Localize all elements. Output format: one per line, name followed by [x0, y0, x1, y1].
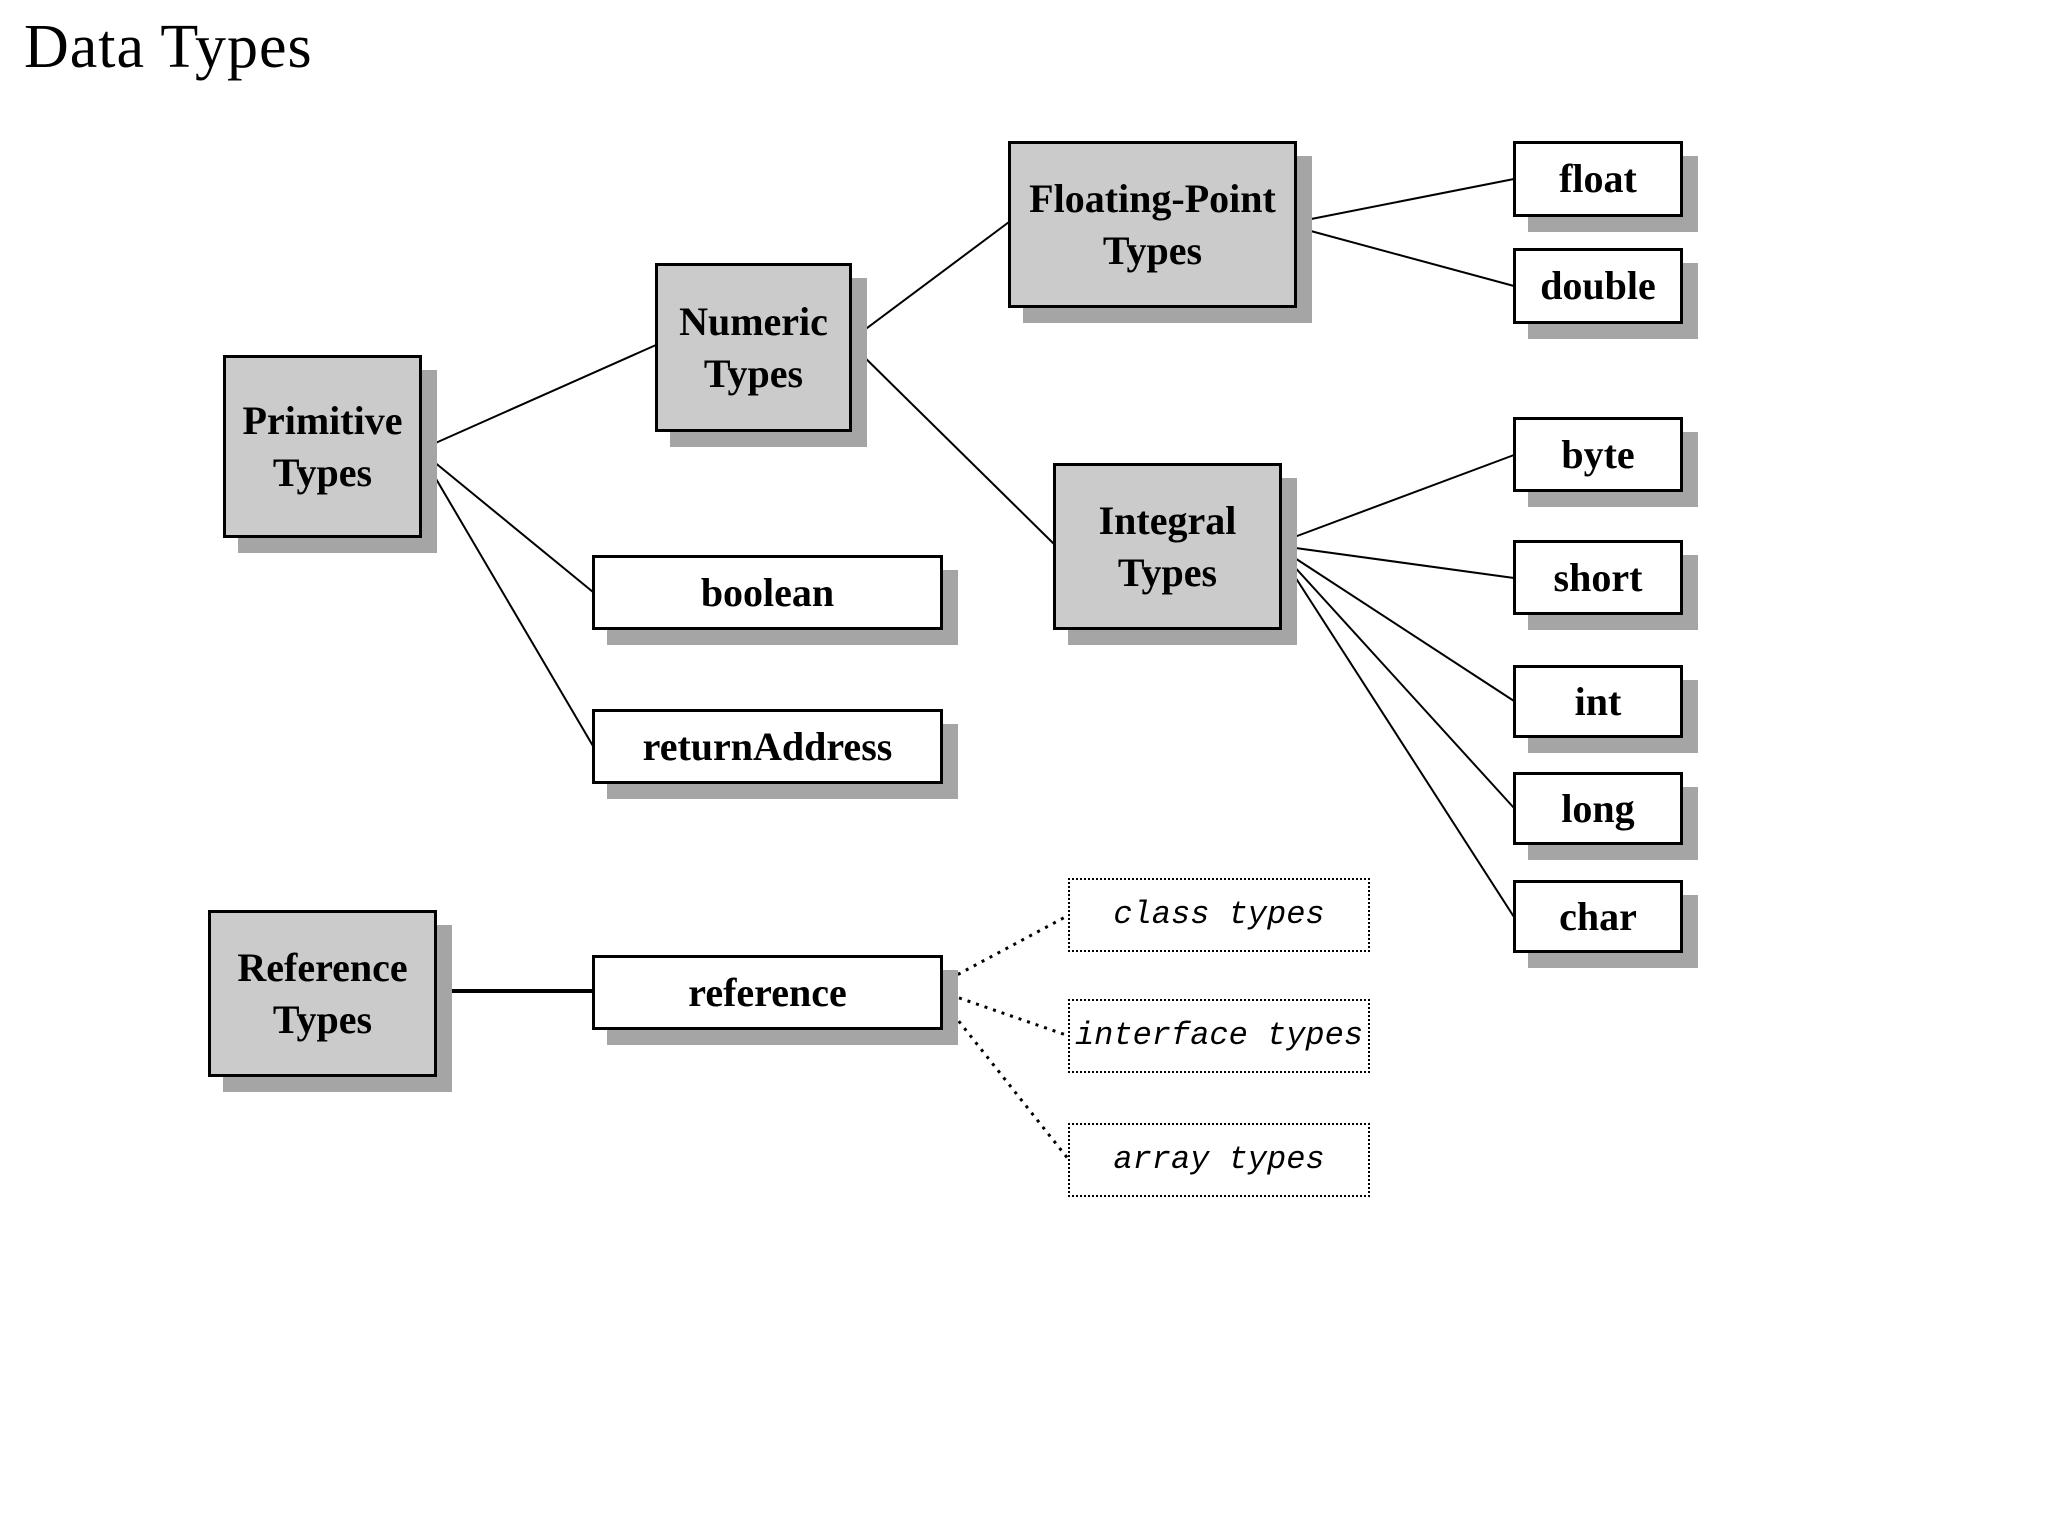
node-return-address: returnAddress	[592, 709, 943, 784]
edge-numeric-integral	[850, 343, 1055, 545]
edge-numeric-floating	[850, 221, 1010, 341]
node-int: int	[1513, 665, 1683, 738]
edge-floating-double	[1295, 226, 1515, 287]
node-float: float	[1513, 141, 1683, 217]
edge-floating-float	[1295, 178, 1515, 223]
node-class-types: class types	[1068, 878, 1370, 952]
edge-reference-classtypes	[941, 913, 1070, 985]
edge-primitive-boolean	[421, 451, 594, 593]
node-primitive-types: Primitive Types	[223, 355, 422, 538]
edge-reference-interfacetypes	[941, 990, 1070, 1038]
edge-integral-short	[1280, 545, 1515, 579]
node-array-types: array types	[1068, 1123, 1370, 1197]
edge-primitive-returnaddress	[421, 454, 594, 747]
edge-integral-int	[1280, 548, 1515, 702]
node-floating-point-types: Floating-Point Types	[1008, 141, 1297, 308]
edge-primitive-numeric	[421, 344, 657, 450]
node-reference: reference	[592, 955, 943, 1030]
node-boolean: boolean	[592, 555, 943, 630]
node-integral-types: Integral Types	[1053, 463, 1282, 630]
node-long: long	[1513, 772, 1683, 845]
node-short: short	[1513, 540, 1683, 615]
node-double: double	[1513, 248, 1683, 324]
edge-reference-arraytypes	[940, 999, 1071, 1161]
node-reference-types: Reference Types	[208, 910, 437, 1077]
edge-integral-long	[1280, 551, 1515, 809]
edge-integral-byte	[1280, 454, 1515, 543]
edge-integral-char	[1280, 554, 1515, 918]
node-char: char	[1513, 880, 1683, 953]
node-interface-types: interface types	[1068, 999, 1370, 1073]
node-numeric-types: Numeric Types	[655, 263, 852, 432]
page-title: Data Types	[24, 13, 313, 81]
node-byte: byte	[1513, 417, 1683, 492]
